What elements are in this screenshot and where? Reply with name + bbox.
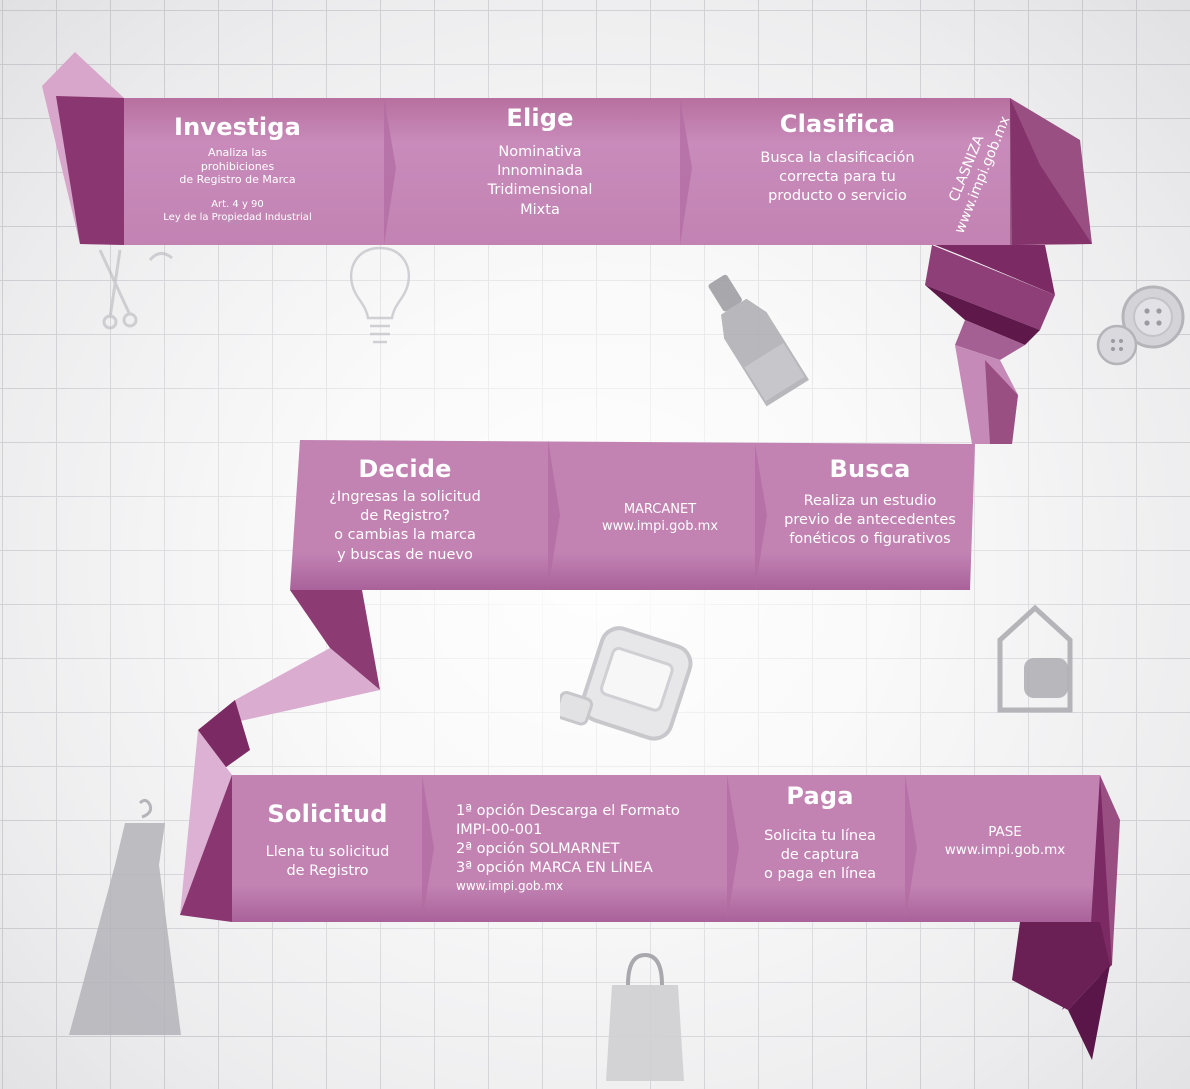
step-title: Elige bbox=[506, 104, 574, 132]
step-decide: Decide ¿Ingresas la solicitud de Registr… bbox=[315, 455, 495, 565]
step-elige: Elige Nominativa Innominada Tridimension… bbox=[440, 104, 640, 220]
step-busca: Busca Realiza un estudio previo de antec… bbox=[770, 455, 970, 550]
step-marcanet: MARCANET www.impi.gob.mx bbox=[575, 502, 745, 536]
step-title: Busca bbox=[829, 455, 911, 483]
scissors-icon bbox=[98, 249, 173, 330]
buttons-icon bbox=[1096, 285, 1185, 366]
lightbulb-icon bbox=[349, 246, 411, 344]
opciones-url: www.impi.gob.mx bbox=[456, 879, 564, 894]
step-title: Decide bbox=[358, 455, 452, 483]
step-pase: PASE www.impi.gob.mx bbox=[915, 824, 1095, 860]
dress-icon bbox=[69, 798, 181, 1035]
step-description: Solicita tu línea de captura o paga en l… bbox=[763, 827, 877, 883]
step-opciones: 1ª opción Descarga el Formato IMPI-00-00… bbox=[456, 802, 721, 894]
step-description: PASE www.impi.gob.mx bbox=[944, 824, 1066, 858]
jar-icon bbox=[560, 626, 693, 741]
shopping-bag-icon bbox=[606, 952, 684, 1081]
step-description: MARCANET www.impi.gob.mx bbox=[601, 502, 719, 534]
step-solicitud: Solicitud Llena tu solicitud de Registro bbox=[240, 800, 415, 881]
step-title: Solicitud bbox=[267, 800, 388, 828]
step-description: Realiza un estudio previo de antecedente… bbox=[784, 492, 956, 548]
step-clasifica: Clasifica Busca la clasificación correct… bbox=[730, 110, 945, 207]
step-description: Llena tu solicitud de Registro bbox=[265, 843, 390, 880]
step-description: Analiza las prohibiciones de Registro de… bbox=[179, 145, 296, 187]
step-title: Clasifica bbox=[779, 110, 896, 138]
step-description: Nominativa Innominada Tridimensional Mix… bbox=[487, 143, 593, 218]
step-title: Paga bbox=[786, 782, 854, 810]
step-investiga: Investiga Analiza las prohibiciones de R… bbox=[150, 113, 325, 224]
step-title: Investiga bbox=[173, 113, 302, 141]
step-description: ¿Ingresas la solicitud de Registro? o ca… bbox=[329, 488, 481, 563]
house-icon bbox=[997, 604, 1073, 713]
step-reference: Art. 4 y 90 Ley de la Propiedad Industri… bbox=[163, 199, 312, 223]
step-description: 1ª opción Descarga el Formato IMPI-00-00… bbox=[456, 803, 680, 876]
step-paga: Paga Solicita tu línea de captura o paga… bbox=[740, 782, 900, 885]
step-description: Busca la clasificación correcta para tu … bbox=[760, 149, 915, 205]
bottle-icon bbox=[708, 274, 809, 407]
